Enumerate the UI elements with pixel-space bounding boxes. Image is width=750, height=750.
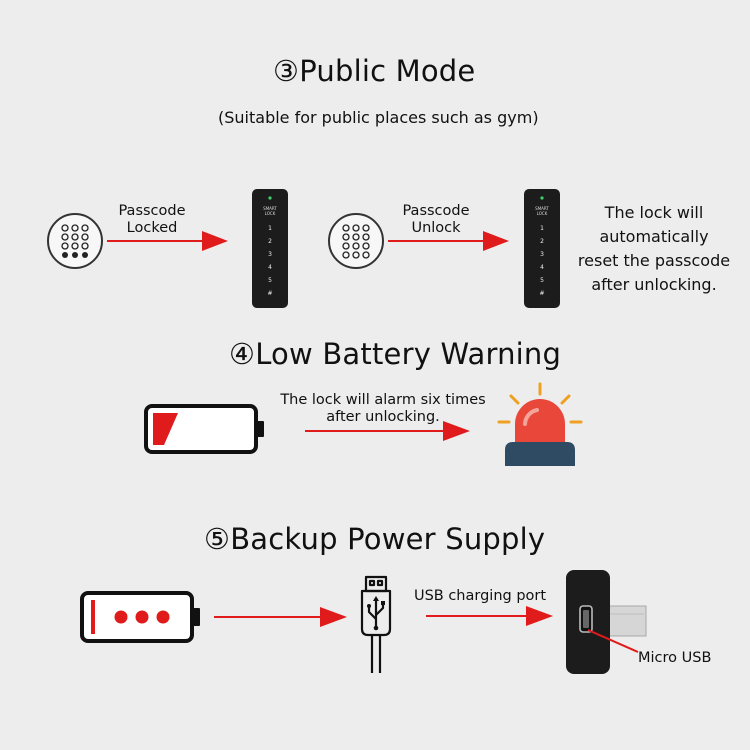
svg-text:SMART: SMART xyxy=(263,206,277,211)
svg-text:#: # xyxy=(267,290,272,297)
smart-lock-device: SMART LOCK 1 2 3 4 5 # xyxy=(524,189,560,308)
auto-reset-note: The lock will automatically reset the pa… xyxy=(577,203,731,294)
svg-text:#: # xyxy=(539,290,544,297)
svg-text:1: 1 xyxy=(268,225,272,232)
backup-power-title: ⑤Backup Power Supply xyxy=(204,522,546,556)
public-mode-title: ③Public Mode xyxy=(273,54,476,88)
arrow-right-icon xyxy=(107,231,228,251)
lock-usb-port-device xyxy=(566,570,647,674)
svg-text:1: 1 xyxy=(540,225,544,232)
arrow-right-icon xyxy=(214,607,347,627)
svg-text:4: 4 xyxy=(268,264,272,271)
svg-text:5: 5 xyxy=(268,277,272,284)
passcode-unlock-label: Passcode Unlock xyxy=(402,203,470,236)
keypad-icon xyxy=(47,213,103,269)
micro-usb-label: Micro USB xyxy=(638,650,712,666)
alarm-note: The lock will alarm six times after unlo… xyxy=(280,392,486,425)
svg-text:5: 5 xyxy=(540,277,544,284)
arrow-right-icon xyxy=(426,606,553,626)
svg-text:SMART: SMART xyxy=(535,206,549,211)
svg-text:2: 2 xyxy=(540,238,544,245)
svg-text:2: 2 xyxy=(268,238,272,245)
svg-text:3: 3 xyxy=(268,251,272,258)
public-mode-subtitle: (Suitable for public places such as gym) xyxy=(218,108,539,127)
svg-text:LOCK: LOCK xyxy=(265,211,276,216)
low-battery-icon xyxy=(144,404,264,454)
alarm-light-icon xyxy=(497,382,583,466)
smart-lock-device: SMART LOCK 1 2 3 4 5 # xyxy=(252,189,288,308)
svg-text:4: 4 xyxy=(540,264,544,271)
low-battery-title: ④Low Battery Warning xyxy=(229,337,562,371)
keypad-icon xyxy=(328,213,384,269)
usb-charging-port-label: USB charging port xyxy=(413,588,547,604)
battery-icon xyxy=(80,591,200,643)
arrow-right-icon xyxy=(305,421,470,441)
arrow-right-icon xyxy=(388,231,509,251)
passcode-locked-label: Passcode Locked xyxy=(118,203,186,236)
svg-text:LOCK: LOCK xyxy=(537,211,548,216)
usb-plug-icon xyxy=(360,575,392,673)
svg-text:3: 3 xyxy=(540,251,544,258)
